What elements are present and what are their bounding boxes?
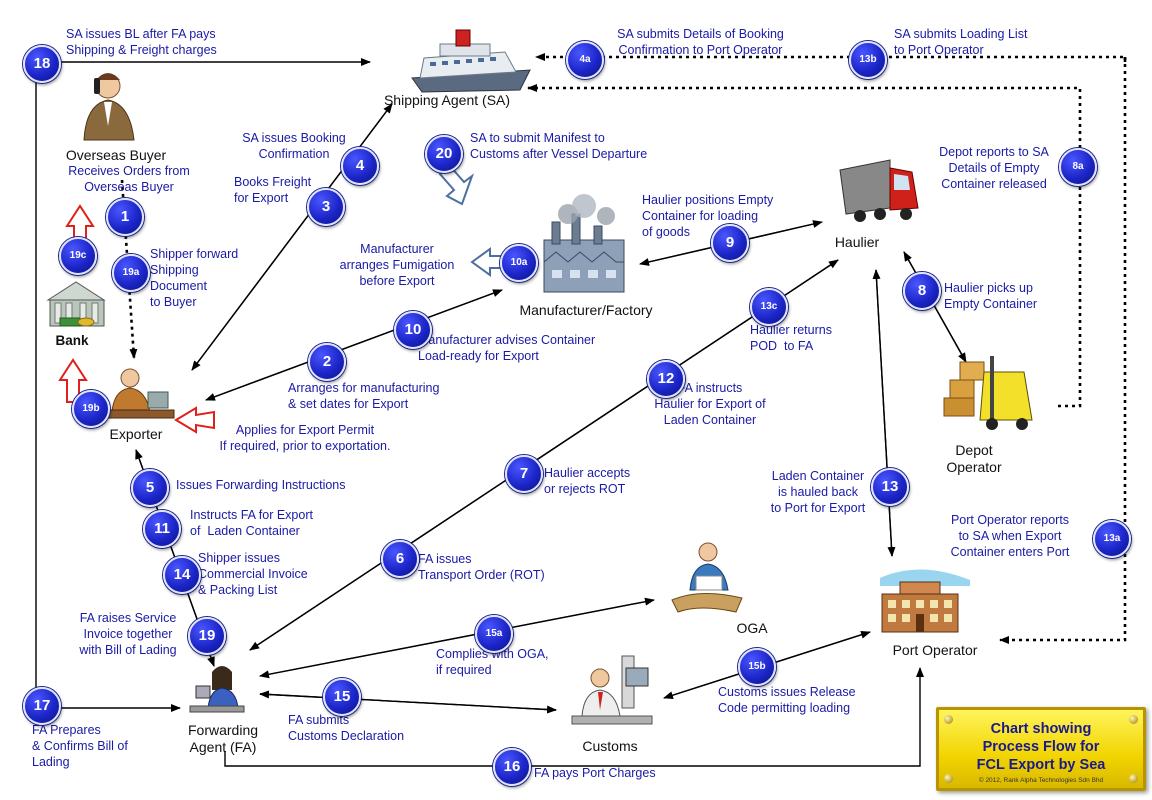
step-10a-label: Manufacturer arranges Fumigation before … <box>339 242 455 288</box>
step-3-label: Books Freight for Export <box>234 175 312 205</box>
step-badge-4a: 4a <box>566 41 604 79</box>
step-badge-15a: 15a <box>475 615 513 653</box>
permit-label: Applies for Export Permit If required, p… <box>219 423 391 453</box>
hollow-arrow-19b <box>58 358 88 403</box>
step-16-label: FA pays Port Charges <box>534 766 656 780</box>
step-badge-12: 12 <box>647 360 685 398</box>
hollow-arrow-permit <box>174 406 215 434</box>
chart-title: Chart showing Process Flow for FCL Expor… <box>976 721 1106 773</box>
step-8-label: Haulier picks up Empty Container <box>944 281 1038 311</box>
port-building-icon <box>880 569 970 633</box>
step-11-label: Instructs FA for Export of Laden Contain… <box>190 508 313 538</box>
step-badge-15b: 15b <box>738 648 776 686</box>
step-6-label: FA issues Transport Order (ROT) <box>418 552 545 582</box>
step-9-label: Haulier positions Empty Container for lo… <box>642 193 774 239</box>
step-15-label: FA submits Customs Declaration <box>288 713 405 743</box>
step-15b-label: Customs issues Release Code permitting l… <box>718 685 856 715</box>
step-8a-label: Depot reports to SA Details of Empty Con… <box>939 145 1049 191</box>
hollow-arrow-19c <box>65 204 95 247</box>
connector-13b <box>640 55 1127 62</box>
step-badge-8a: 8a <box>1059 148 1097 186</box>
step-badge-10a: 10a <box>500 244 538 282</box>
step-badge-19c: 19c <box>59 237 97 275</box>
entity-customs: Customs <box>582 738 638 754</box>
step-badge-4: 4 <box>341 147 379 185</box>
step-badge-3: 3 <box>307 188 345 226</box>
step-20-label: SA to submit Manifest to Customs after V… <box>470 131 648 161</box>
rivet-icon <box>944 715 953 724</box>
step-badge-9: 9 <box>711 224 749 262</box>
entity-overseas-buyer: Overseas Buyer <box>65 147 167 163</box>
entity-haulier: Haulier <box>834 234 880 250</box>
step-badge-6: 6 <box>381 540 419 578</box>
reader-icon <box>671 542 743 613</box>
step-1-label: Receives Orders from Overseas Buyer <box>68 164 190 194</box>
step-18-label: SA issues BL after FA pays Shipping & Fr… <box>66 27 217 57</box>
step-19-label: FA raises Service Invoice together with … <box>79 611 177 657</box>
factory-icon <box>543 194 625 293</box>
entity-exporter: Exporter <box>109 426 163 442</box>
step-badge-17: 17 <box>23 687 61 725</box>
entity-forwarding-agent: Forwarding Agent (FA) <box>187 722 259 755</box>
step-10-label: Manufacturer advises Container Load-read… <box>418 333 596 363</box>
step-5-label: Issues Forwarding Instructions <box>176 478 346 492</box>
rivet-icon <box>1129 774 1138 783</box>
step-12-label: FA instructs Haulier for Export of Laden… <box>654 381 766 427</box>
entity-manufacturer: Manufacturer/Factory <box>519 302 653 318</box>
bank-building-icon <box>46 281 106 327</box>
entity-depot-operator: Depot Operator <box>946 442 1002 475</box>
step-19a-label: Shipper forward Shipping Document to Buy… <box>150 247 239 309</box>
ship-icon <box>411 29 531 93</box>
step-badge-20: 20 <box>425 135 463 173</box>
step-badge-19b: 19b <box>72 390 110 428</box>
step-badge-19: 19 <box>188 617 226 655</box>
step-badge-13a: 13a <box>1093 520 1131 558</box>
businessman-phone-icon <box>83 73 135 141</box>
step-13-label: Laden Container is hauled back to Port f… <box>770 469 866 515</box>
step-badge-16: 16 <box>493 748 531 786</box>
step-4-label: SA issues Booking Confirmation <box>242 131 346 161</box>
connector-16 <box>224 667 924 767</box>
step-13a-label: Port Operator reports to SA when Export … <box>950 513 1070 559</box>
step-7-label: Haulier accepts or rejects ROT <box>544 466 631 496</box>
step-badge-8: 8 <box>903 272 941 310</box>
step-badge-19a: 19a <box>112 254 150 292</box>
step-badge-1: 1 <box>106 198 144 236</box>
step-badge-7: 7 <box>505 455 543 493</box>
copyright-text: © 2012, Rank Alpha Technologies Sdn Bhd <box>978 777 1104 784</box>
step-badge-10: 10 <box>394 311 432 349</box>
entity-bank: Bank <box>55 333 89 348</box>
connector-13a <box>999 57 1127 644</box>
rivet-icon <box>944 774 953 783</box>
step-badge-13c: 13c <box>750 288 788 326</box>
worker-at-desk-icon <box>103 368 175 419</box>
entity-oga: OGA <box>736 620 768 636</box>
entity-port-operator: Port Operator <box>892 642 978 658</box>
truck-icon <box>839 159 919 222</box>
step-13c-label: Haulier returns POD to FA <box>750 323 832 353</box>
step-badge-13b: 13b <box>849 41 887 79</box>
forklift-icon <box>943 356 1033 430</box>
step-15a-label: Complies with OGA, if required <box>436 647 549 677</box>
connector-8a <box>527 84 1082 408</box>
step-badge-13: 13 <box>871 468 909 506</box>
step-13b-label: SA submits Loading List to Port Operator <box>894 27 1028 57</box>
woman-at-computer-icon <box>189 666 245 713</box>
entity-shipping-agent: Shipping Agent (SA) <box>383 92 511 108</box>
step-badge-2: 2 <box>308 343 346 381</box>
rivet-icon <box>1129 715 1138 724</box>
computer-user-icon <box>571 655 653 725</box>
step-badge-15: 15 <box>323 678 361 716</box>
step-2-label: Arranges for manufacturing & set dates f… <box>288 381 440 411</box>
step-17-label: FA Prepares & Confirms Bill of Lading <box>32 723 128 769</box>
step-badge-11: 11 <box>143 510 181 548</box>
step-14-label: Shipper issues Commercial Invoice & Pack… <box>198 551 308 597</box>
step-4a-label: SA submits Details of Booking Confirmati… <box>617 27 784 57</box>
step-badge-5: 5 <box>131 469 169 507</box>
step-badge-14: 14 <box>163 556 201 594</box>
step-badge-18: 18 <box>23 45 61 83</box>
chart-title-box: Chart showing Process Flow for FCL Expor… <box>936 707 1146 791</box>
